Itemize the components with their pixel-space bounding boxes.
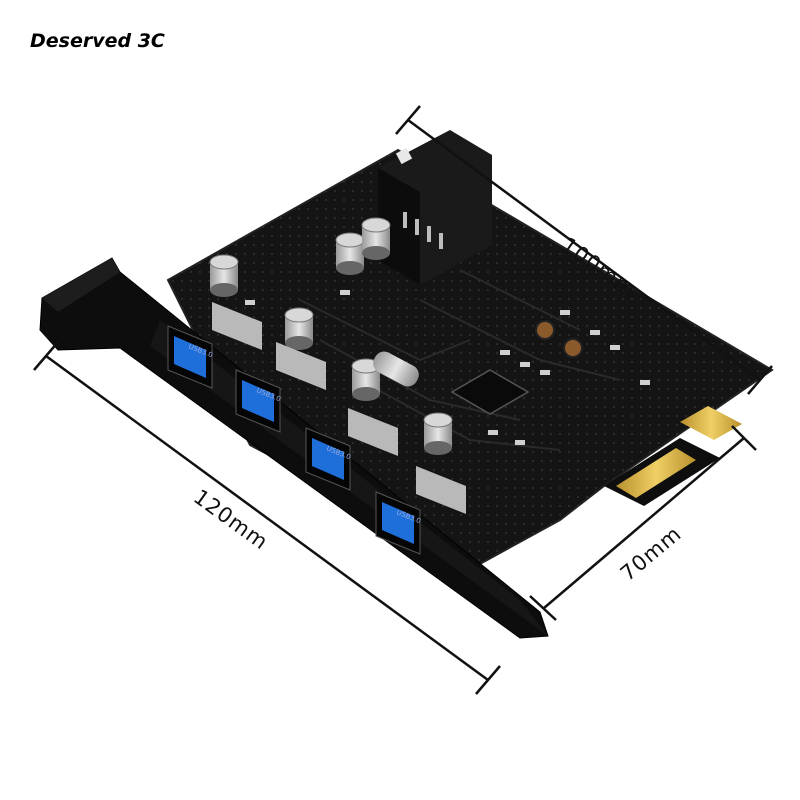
capacitor xyxy=(351,358,381,401)
circuit-traces xyxy=(299,269,621,451)
capacitor-group xyxy=(209,217,453,455)
controller-chip xyxy=(450,369,530,415)
usb-ports: USB3.0 USB3.0 USB3.0 USB3.0 xyxy=(167,302,466,555)
usb-port: USB3.0 xyxy=(305,408,398,491)
dimension-lines xyxy=(33,105,773,695)
dimension-right-label: 70mm xyxy=(616,521,686,585)
dimension-left-label: 120mm xyxy=(189,485,273,555)
capacitor xyxy=(284,307,314,350)
pcie-gold-connector xyxy=(604,406,742,506)
capacitor xyxy=(361,217,391,260)
capacitor xyxy=(423,412,453,455)
small-components xyxy=(245,290,650,445)
brand-label: Deserved 3C xyxy=(30,30,165,52)
crystal-oscillator xyxy=(373,351,419,387)
dimension-left-line xyxy=(33,341,501,695)
dimension-top-line xyxy=(395,105,773,395)
usb-port: USB3.0 xyxy=(375,466,466,555)
usb-port: USB3.0 xyxy=(167,302,262,389)
capacitor xyxy=(209,254,239,297)
usb-port: USB3.0 xyxy=(235,342,326,433)
dimension-right-line xyxy=(529,425,757,621)
capacitor xyxy=(335,232,365,275)
